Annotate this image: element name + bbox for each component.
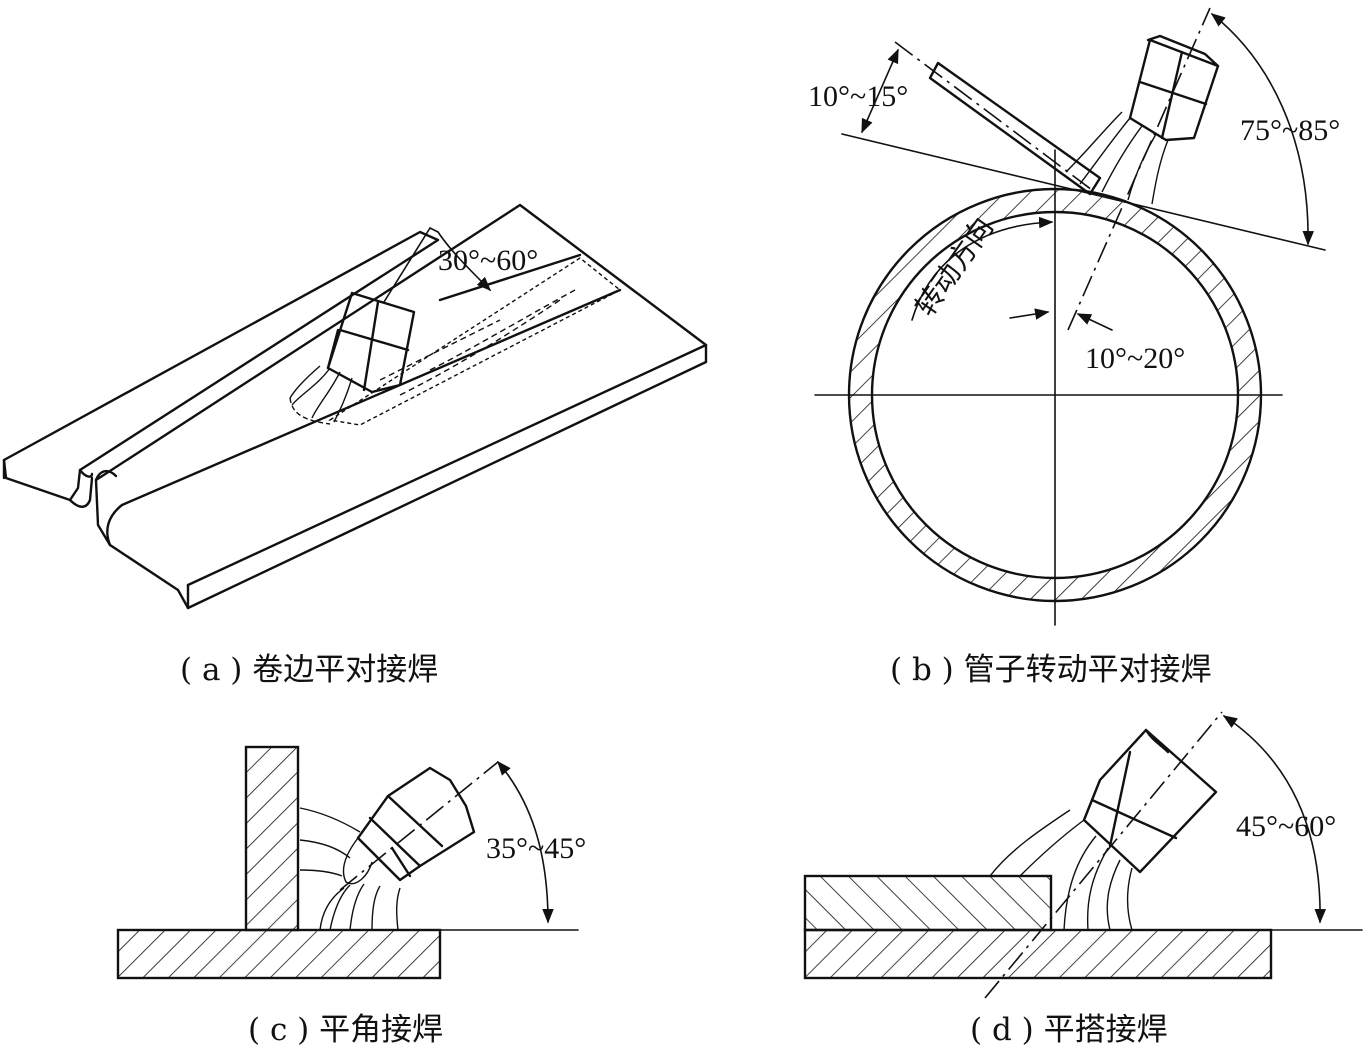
filler-rod — [928, 61, 1102, 196]
torch-b — [1065, 34, 1220, 205]
angle-arc-d — [1222, 715, 1327, 924]
angle-label-d: 45°~60° — [1236, 810, 1336, 843]
angle-arc-c — [497, 760, 554, 924]
panel-c-fillet-weld: 35°~45° ( c ) 平角接焊 — [116, 745, 586, 1048]
caption-c: ( c ) 平角接焊 — [248, 1012, 443, 1048]
angle-label-c: 35°~45° — [486, 832, 586, 865]
panel-b-rotating-pipe-butt-weld: 10°~15° 75°~85° 10°~20° 转动方向 ( b ) 管子转动平… — [808, 7, 1340, 688]
angle-arc-75-85 — [1210, 13, 1315, 246]
right-plate — [94, 203, 708, 610]
angle-label-75-85: 75°~85° — [1240, 114, 1340, 147]
left-plate — [2, 230, 440, 508]
caption-a: ( a ) 卷边平对接焊 — [180, 652, 438, 688]
lower-plate-d — [803, 928, 1273, 980]
weld-bead — [328, 257, 622, 426]
tangent-line — [841, 133, 1326, 251]
torch-axis-b — [1067, 7, 1211, 331]
vertical-plate-c — [244, 745, 300, 932]
panel-d-lap-weld: 45°~60° ( d ) 平搭接焊 — [803, 711, 1363, 1048]
base-plate-c — [116, 928, 442, 980]
upper-plate-d — [803, 874, 1053, 932]
torch-axis-a — [383, 227, 431, 303]
angle-label-10-20: 10°~20° — [1085, 342, 1185, 375]
rotation-arrow — [911, 216, 1054, 321]
panel-a-flanged-butt-weld: 30°~60° ( a ) 卷边平对接焊 — [2, 203, 708, 688]
angle-label-a: 30°~60° — [438, 244, 538, 277]
torch-axis-c — [339, 761, 499, 891]
filler-rod-axis — [894, 41, 1101, 197]
torch-d — [989, 728, 1218, 931]
torch-a — [289, 291, 416, 425]
torch-c — [299, 766, 476, 931]
caption-d: ( d ) 平搭接焊 — [970, 1012, 1168, 1048]
angle-label-10-15: 10°~15° — [808, 80, 908, 113]
angle-arc-10-15 — [861, 48, 899, 134]
angle-arc-a — [437, 231, 492, 292]
caption-b: ( b ) 管子转动平对接焊 — [890, 652, 1212, 688]
